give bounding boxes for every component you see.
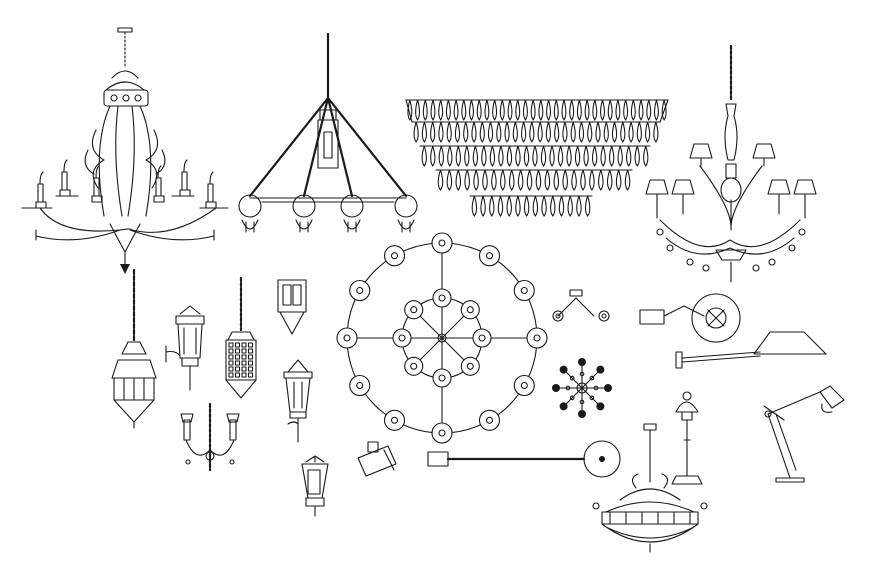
post-lantern-icon	[301, 455, 329, 517]
desk-lamp-icon	[671, 391, 703, 485]
ring-chandelier-plan-icon	[336, 232, 548, 444]
two-light-plan-icon	[552, 289, 610, 322]
crystal-tier-chandelier-icon	[405, 99, 669, 217]
spotlight-icon	[357, 441, 397, 477]
candle-chandelier-icon	[21, 27, 229, 274]
hanging-lantern-icon	[225, 276, 257, 399]
wall-lantern-icon	[283, 359, 313, 443]
shade-chandelier-icon	[645, 44, 817, 283]
candle-sconce-icon	[180, 402, 240, 472]
pendant-cluster-icon	[238, 32, 418, 233]
wall-lamp-icon	[675, 331, 827, 369]
arm-lamp-plan-icon	[639, 293, 741, 343]
wall-sconce-icon	[277, 279, 307, 335]
bowl-chandelier-icon	[592, 423, 708, 553]
wall-arm-plan-icon	[427, 440, 621, 478]
lantern-pendant-icon	[111, 268, 157, 429]
wall-lantern-icon	[165, 305, 205, 391]
star-fixture-plan-icon	[552, 358, 612, 418]
architect-lamp-icon	[763, 385, 845, 483]
